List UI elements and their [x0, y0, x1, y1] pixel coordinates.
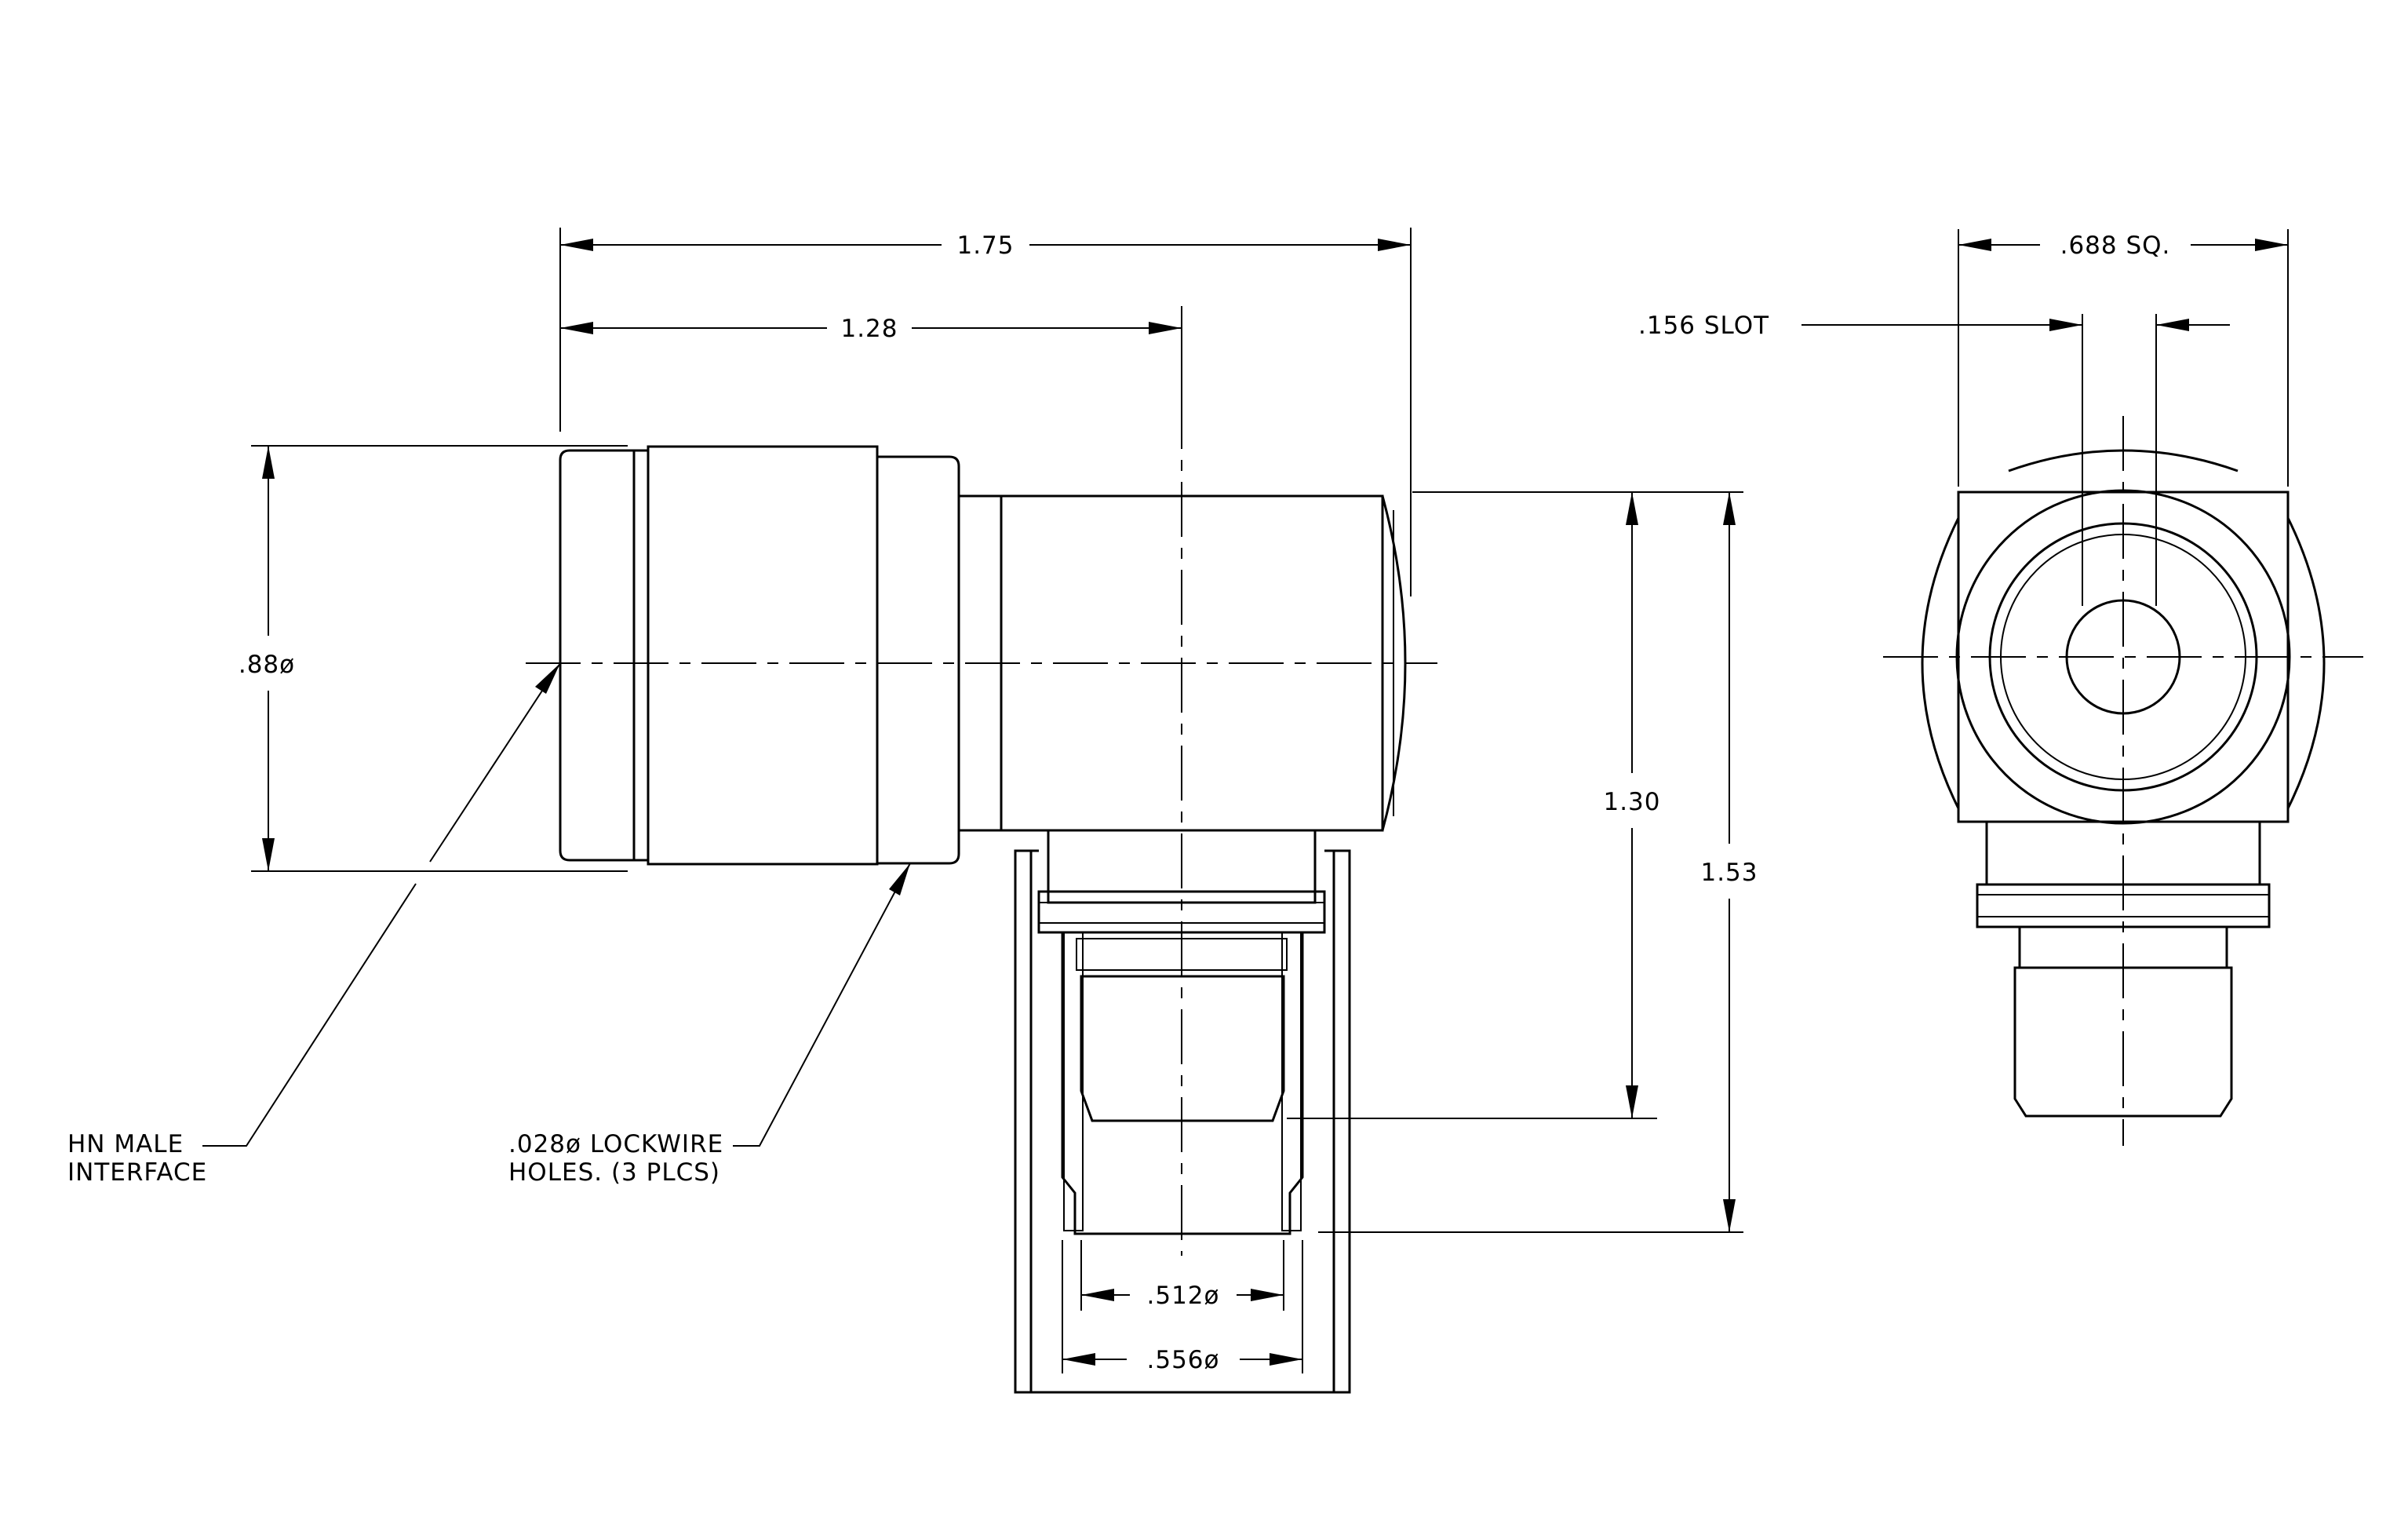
side-view [526, 306, 1437, 1394]
callout-lockwire-line1: .028ø LOCKWIRE [508, 1130, 723, 1158]
ferrule-wall-right [1281, 932, 1302, 1231]
nut-rear-flange [877, 455, 960, 865]
callout-interface-line2: INTERFACE [67, 1158, 207, 1187]
dim-overall-height: 1.53 [1700, 859, 1758, 887]
dim-slot: .156 SLOT [1638, 312, 1769, 340]
flange-arc-left [1921, 517, 1960, 809]
callout-lockwire-line2: HOLES. (3 PLCS) [508, 1158, 720, 1187]
side-view-dimensions: 1.75 1.28 .88ø 1.30 1.53 [67, 228, 1758, 1374]
knurled-coupling-nut [647, 445, 879, 866]
end-view [1883, 314, 2363, 1146]
ferrule-wall-left [1063, 932, 1084, 1231]
end-view-dimensions: .688 SQ. .156 SLOT [1638, 229, 2289, 487]
sleeve-wall-left [1014, 849, 1033, 1394]
sleeve-wall-right [1332, 849, 1351, 1394]
interface-cap [559, 449, 636, 862]
dim-overall-length: 1.75 [956, 232, 1014, 260]
dim-centerline-to-lockwire: 1.30 [1603, 788, 1660, 816]
dim-square: .688 SQ. [2060, 232, 2171, 260]
flange-arc-right [2286, 517, 2326, 809]
dim-inner-diameter: .512ø [1147, 1282, 1220, 1310]
dim-outer-diameter: .556ø [1147, 1346, 1220, 1374]
callout-interface-line1: HN MALE [67, 1130, 184, 1158]
dim-body-diameter: .88ø [239, 651, 295, 679]
dim-to-centerline: 1.28 [840, 315, 898, 343]
